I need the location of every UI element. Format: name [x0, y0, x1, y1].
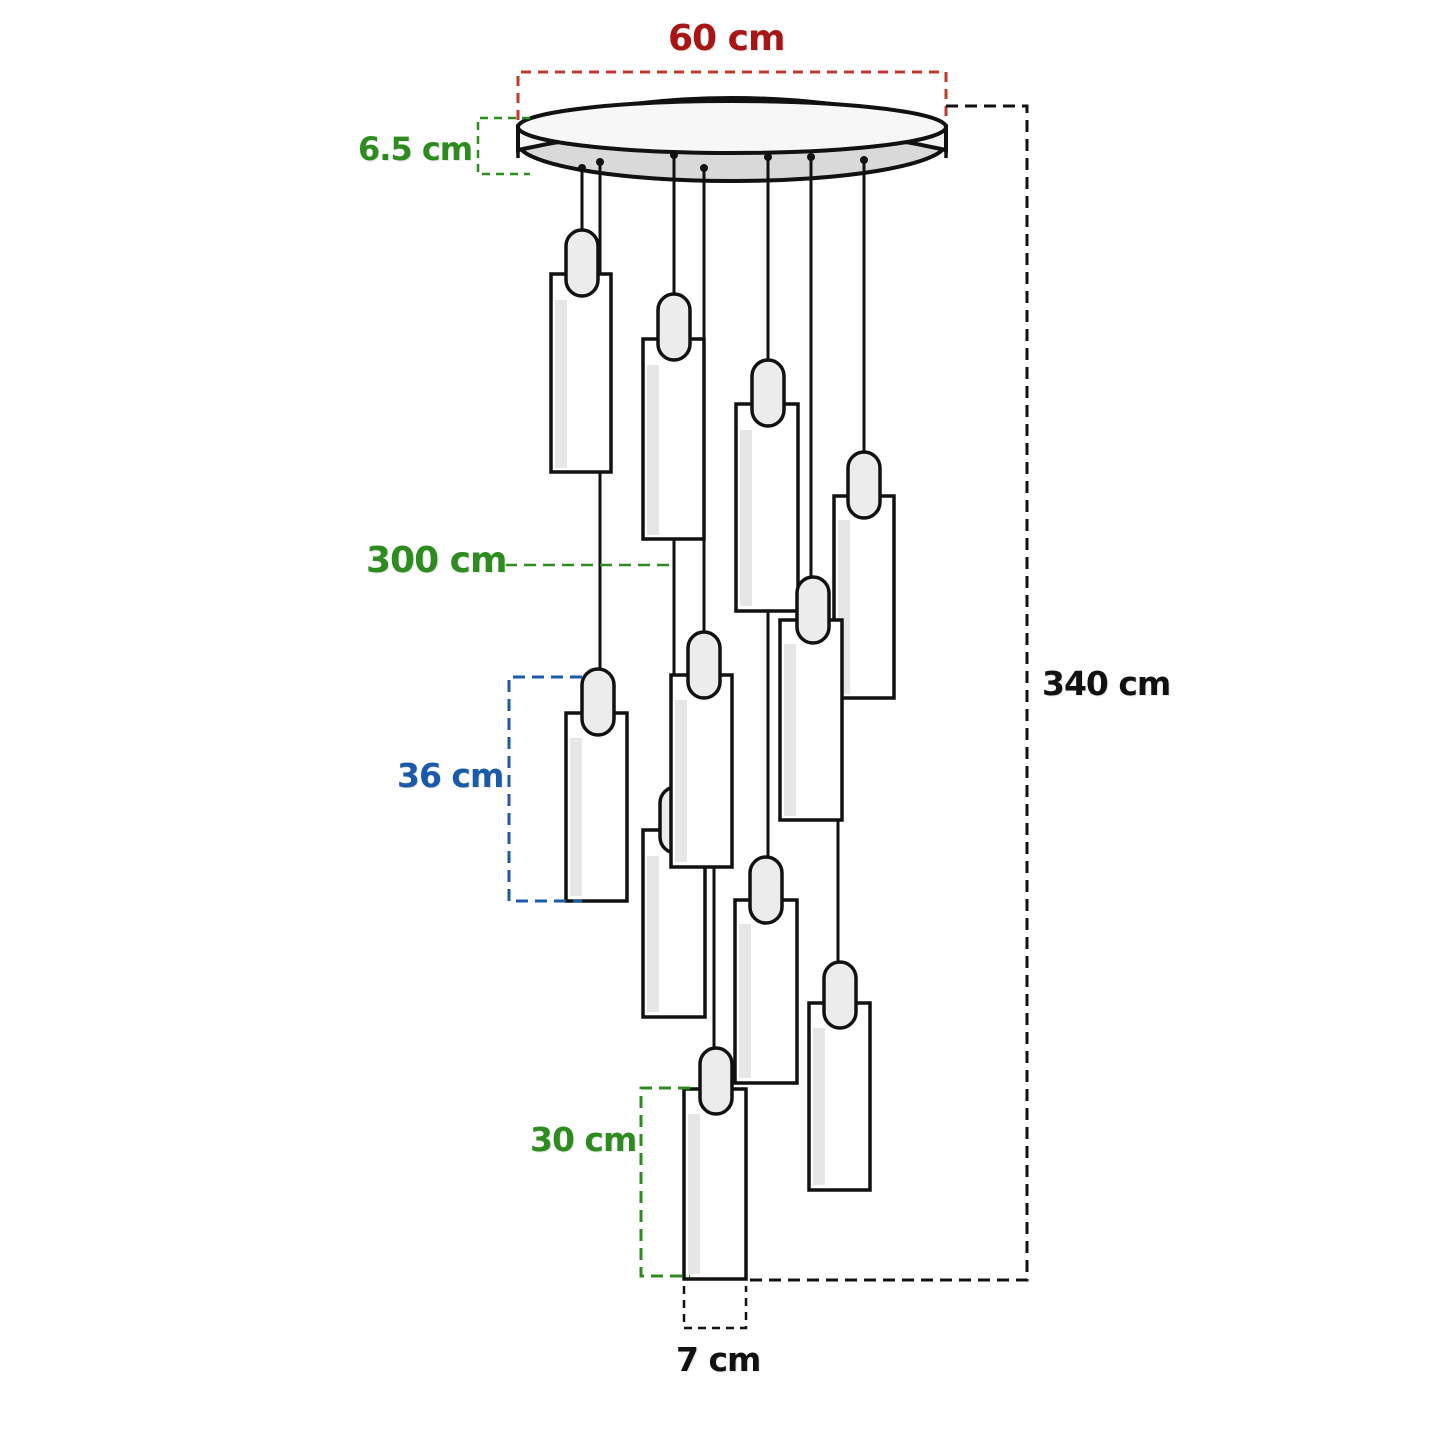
pendant — [734, 358, 800, 613]
pendant — [778, 575, 844, 822]
inner-length-label: 30 cm — [530, 1120, 637, 1159]
total-height-label: 340 cm — [1042, 664, 1171, 703]
pendant — [807, 960, 872, 1192]
pendant — [564, 667, 629, 903]
dimension-total-height — [748, 104, 1029, 1282]
canopy-height-label: 6.5 cm — [358, 130, 473, 168]
pendant — [669, 630, 734, 869]
canopy — [516, 96, 948, 183]
canopy-diameter-label: 60 cm — [668, 18, 785, 59]
pendants — [549, 151, 896, 1281]
dimension-inner-length — [639, 1086, 690, 1278]
pendant — [641, 292, 706, 541]
dimension-canopy-height — [476, 116, 530, 176]
shade-length-label: 36 cm — [397, 756, 504, 795]
cable-length-label: 300 cm — [366, 540, 508, 581]
pendant — [733, 855, 799, 1085]
pendant — [549, 228, 613, 474]
pendant — [682, 1046, 748, 1281]
dimension-shade-length — [507, 675, 582, 903]
pendant — [832, 450, 896, 700]
shade-diameter-label: 7 cm — [676, 1340, 761, 1379]
dimension-shade-diameter — [682, 1286, 748, 1330]
dimension-canopy-diameter — [516, 70, 948, 120]
